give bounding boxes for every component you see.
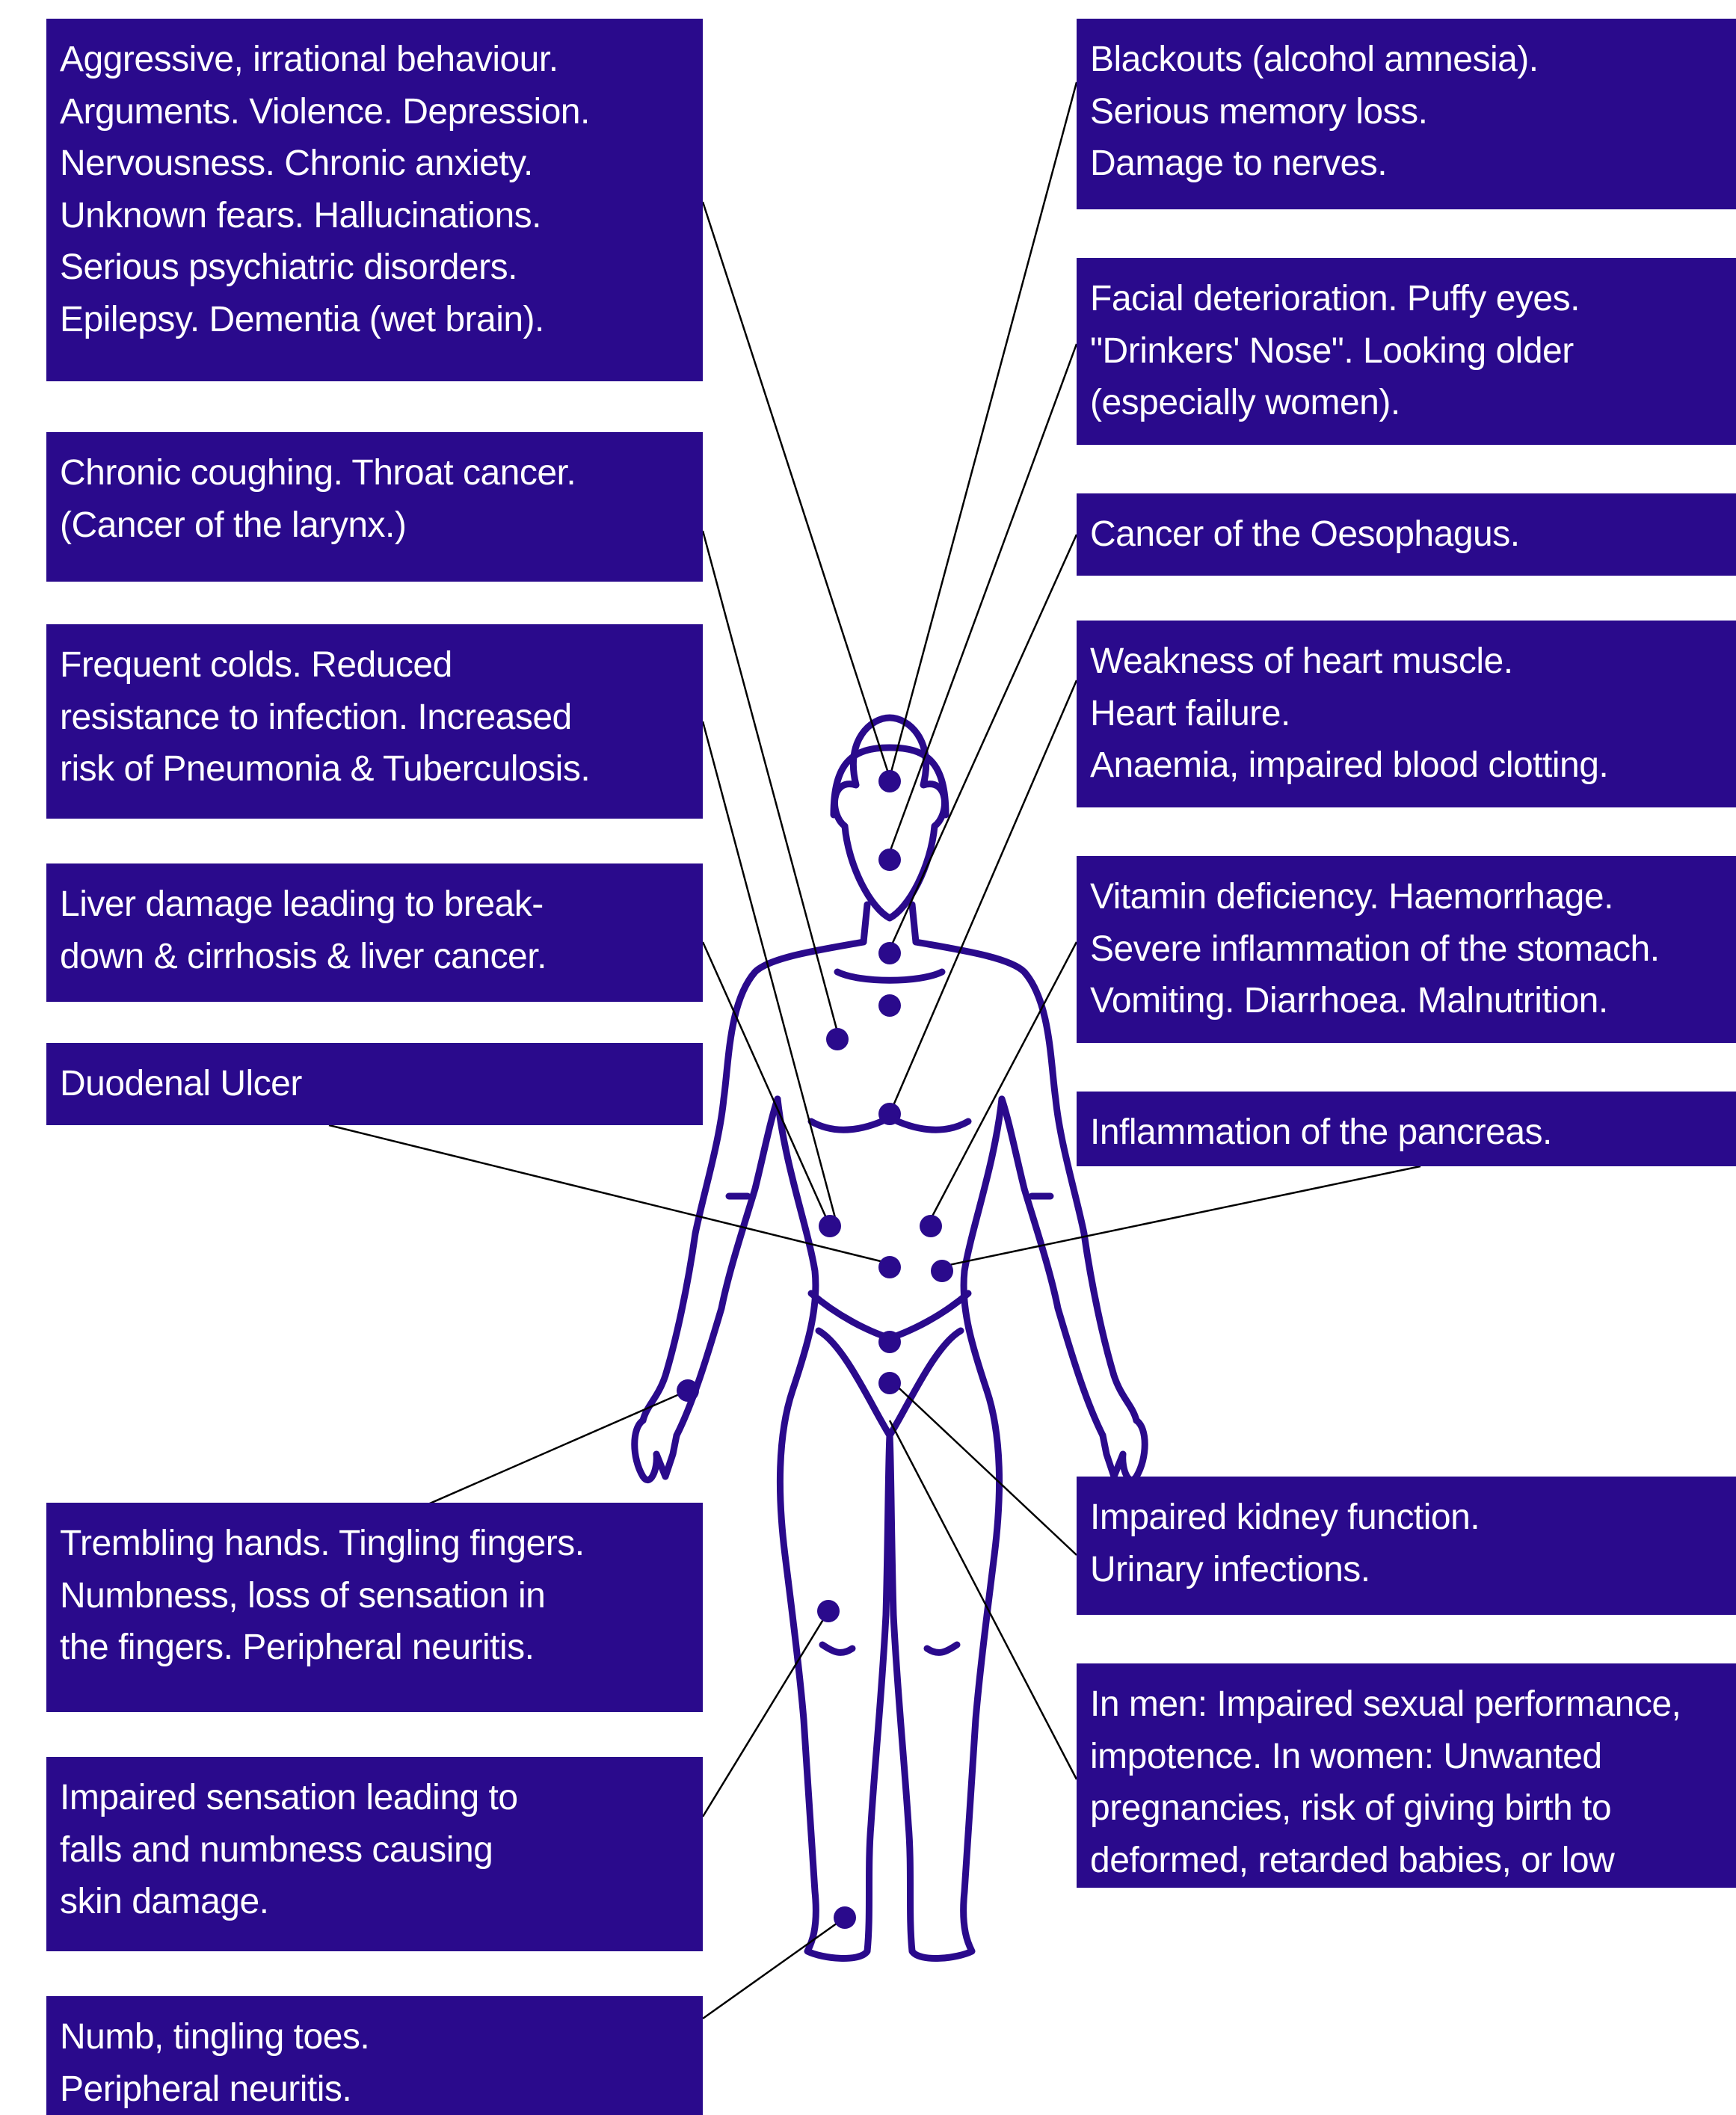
panel-text-line: Epilepsy. Dementia (wet brain). xyxy=(60,294,703,346)
organ-dot xyxy=(817,1600,840,1622)
leader-line xyxy=(890,1420,1077,1779)
info-panel-duodenum: Duodenal Ulcer xyxy=(46,1043,703,1125)
panel-text-line: Vomiting. Diarrhoea. Malnutrition. xyxy=(1090,975,1736,1027)
panel-text-line: (Cancer of the larynx.) xyxy=(60,499,703,552)
panel-text-line: Vitamin deficiency. Haemorrhage. xyxy=(1090,871,1736,923)
panel-text-line: Peripheral neuritis. xyxy=(60,2063,703,2115)
leader-line xyxy=(890,82,1077,778)
info-panel-memory: Blackouts (alcohol amnesia).Serious memo… xyxy=(1077,19,1736,209)
panel-text-line: Trembling hands. Tingling fingers. xyxy=(60,1518,703,1570)
panel-text-line: "Drinkers' Nose". Looking older xyxy=(1090,325,1736,378)
organ-dot xyxy=(819,1215,841,1237)
info-panel-behaviour: Aggressive, irrational behaviour.Argumen… xyxy=(46,19,703,381)
panel-text-line: Chronic coughing. Throat cancer. xyxy=(60,447,703,499)
info-panel-feet: Numb, tingling toes.Peripheral neuritis. xyxy=(46,1996,703,2115)
leader-line xyxy=(703,1918,845,2019)
info-panel-throat: Chronic coughing. Throat cancer.(Cancer … xyxy=(46,432,703,582)
organ-dot xyxy=(931,1260,953,1282)
panel-text-line: Liver damage leading to break- xyxy=(60,878,703,931)
info-panel-heart: Weakness of heart muscle.Heart failure.A… xyxy=(1077,621,1736,807)
leader-line xyxy=(890,1379,1077,1555)
organ-dot xyxy=(677,1379,699,1402)
panel-text-line: Cancer of the Oesophagus. xyxy=(1090,508,1736,561)
organ-dot xyxy=(826,1028,849,1050)
organ-dot xyxy=(878,1103,901,1125)
panel-text-line: Anaemia, impaired blood clotting. xyxy=(1090,739,1736,792)
collar-line xyxy=(837,972,942,980)
panel-text-line: Serious memory loss. xyxy=(1090,86,1736,138)
organ-dot xyxy=(878,1331,901,1353)
organ-dot xyxy=(878,1372,901,1394)
panel-text-line: risk of Pneumonia & Tuberculosis. xyxy=(60,743,703,795)
panel-text-line: Arguments. Violence. Depression. xyxy=(60,86,703,138)
organ-dot xyxy=(878,942,901,964)
panel-text-line: Blackouts (alcohol amnesia). xyxy=(1090,34,1736,86)
panel-text-line: Severe inflammation of the stomach. xyxy=(1090,923,1736,976)
panel-text-line: birth weight babies. xyxy=(1090,1886,1736,1888)
panel-text-line: pregnancies, risk of giving birth to xyxy=(1090,1782,1736,1835)
leader-line xyxy=(703,942,830,1226)
info-panel-face: Facial deterioration. Puffy eyes."Drinke… xyxy=(1077,258,1736,445)
info-panel-stomach: Vitamin deficiency. Haemorrhage.Severe i… xyxy=(1077,856,1736,1043)
panel-text-line: Facial deterioration. Puffy eyes. xyxy=(1090,273,1736,325)
organ-dot xyxy=(878,849,901,871)
panel-text-line: Numbness, loss of sensation in xyxy=(60,1570,703,1622)
info-panel-oesophagus: Cancer of the Oesophagus. xyxy=(1077,493,1736,576)
panel-text-line: Frequent colds. Reduced xyxy=(60,639,703,692)
organ-dot xyxy=(920,1215,942,1237)
panel-text-line: Urinary infections. xyxy=(1090,1544,1736,1596)
knee-lines xyxy=(822,1645,957,1652)
organ-dot xyxy=(878,994,901,1017)
panel-text-line: skin damage. xyxy=(60,1876,703,1928)
organ-dot xyxy=(878,1256,901,1278)
panel-text-line: impotence. In women: Unwanted xyxy=(1090,1731,1736,1783)
leader-line xyxy=(703,202,890,778)
panel-text-line: Weakness of heart muscle. xyxy=(1090,635,1736,688)
panel-text-line: (especially women). xyxy=(1090,377,1736,429)
panel-text-line: Impaired kidney function. xyxy=(1090,1491,1736,1544)
left-arm-outer xyxy=(643,942,864,1420)
panel-text-line: the fingers. Peripheral neuritis. xyxy=(60,1622,703,1674)
panel-text-line: Nervousness. Chronic anxiety. xyxy=(60,138,703,190)
info-panel-kidney: Impaired kidney function.Urinary infecti… xyxy=(1077,1477,1736,1615)
panel-text-line: In men: Impaired sexual performance, xyxy=(1090,1678,1736,1731)
info-panel-sexual: In men: Impaired sexual performance,impo… xyxy=(1077,1663,1736,1888)
panel-text-line: Inflammation of the pancreas. xyxy=(1090,1106,1736,1159)
leader-line xyxy=(703,721,837,1226)
panel-text-line: Serious psychiatric disorders. xyxy=(60,241,703,294)
leader-line xyxy=(329,1125,890,1263)
panel-text-line: Impaired sensation leading to xyxy=(60,1772,703,1824)
info-panel-hands: Trembling hands. Tingling fingers.Numbne… xyxy=(46,1503,703,1712)
panel-text-line: falls and numbness causing xyxy=(60,1824,703,1877)
leader-line xyxy=(703,531,837,1032)
panel-text-line: Aggressive, irrational behaviour. xyxy=(60,34,703,86)
panel-text-line: deformed, retarded babies, or low xyxy=(1090,1835,1736,1887)
left-hand xyxy=(635,1420,677,1480)
panel-text-line: Heart failure. xyxy=(1090,688,1736,740)
panel-text-line: down & cirrhosis & liver cancer. xyxy=(60,931,703,983)
info-panel-liver: Liver damage leading to break-down & cir… xyxy=(46,863,703,1002)
organ-dot xyxy=(878,770,901,792)
panel-text-line: Numb, tingling toes. xyxy=(60,2011,703,2063)
organ-dot xyxy=(834,1906,856,1929)
panel-text-line: Damage to nerves. xyxy=(1090,138,1736,190)
leader-line xyxy=(389,1391,688,1521)
panel-text-line: Unknown fears. Hallucinations. xyxy=(60,190,703,242)
leader-line xyxy=(938,1166,1420,1267)
info-panel-pancreas: Inflammation of the pancreas. xyxy=(1077,1092,1736,1166)
panel-text-line: resistance to infection. Increased xyxy=(60,692,703,744)
organ-dots xyxy=(677,770,953,1929)
right-hand xyxy=(1103,1420,1145,1480)
panel-text-line: Duodenal Ulcer xyxy=(60,1058,703,1110)
